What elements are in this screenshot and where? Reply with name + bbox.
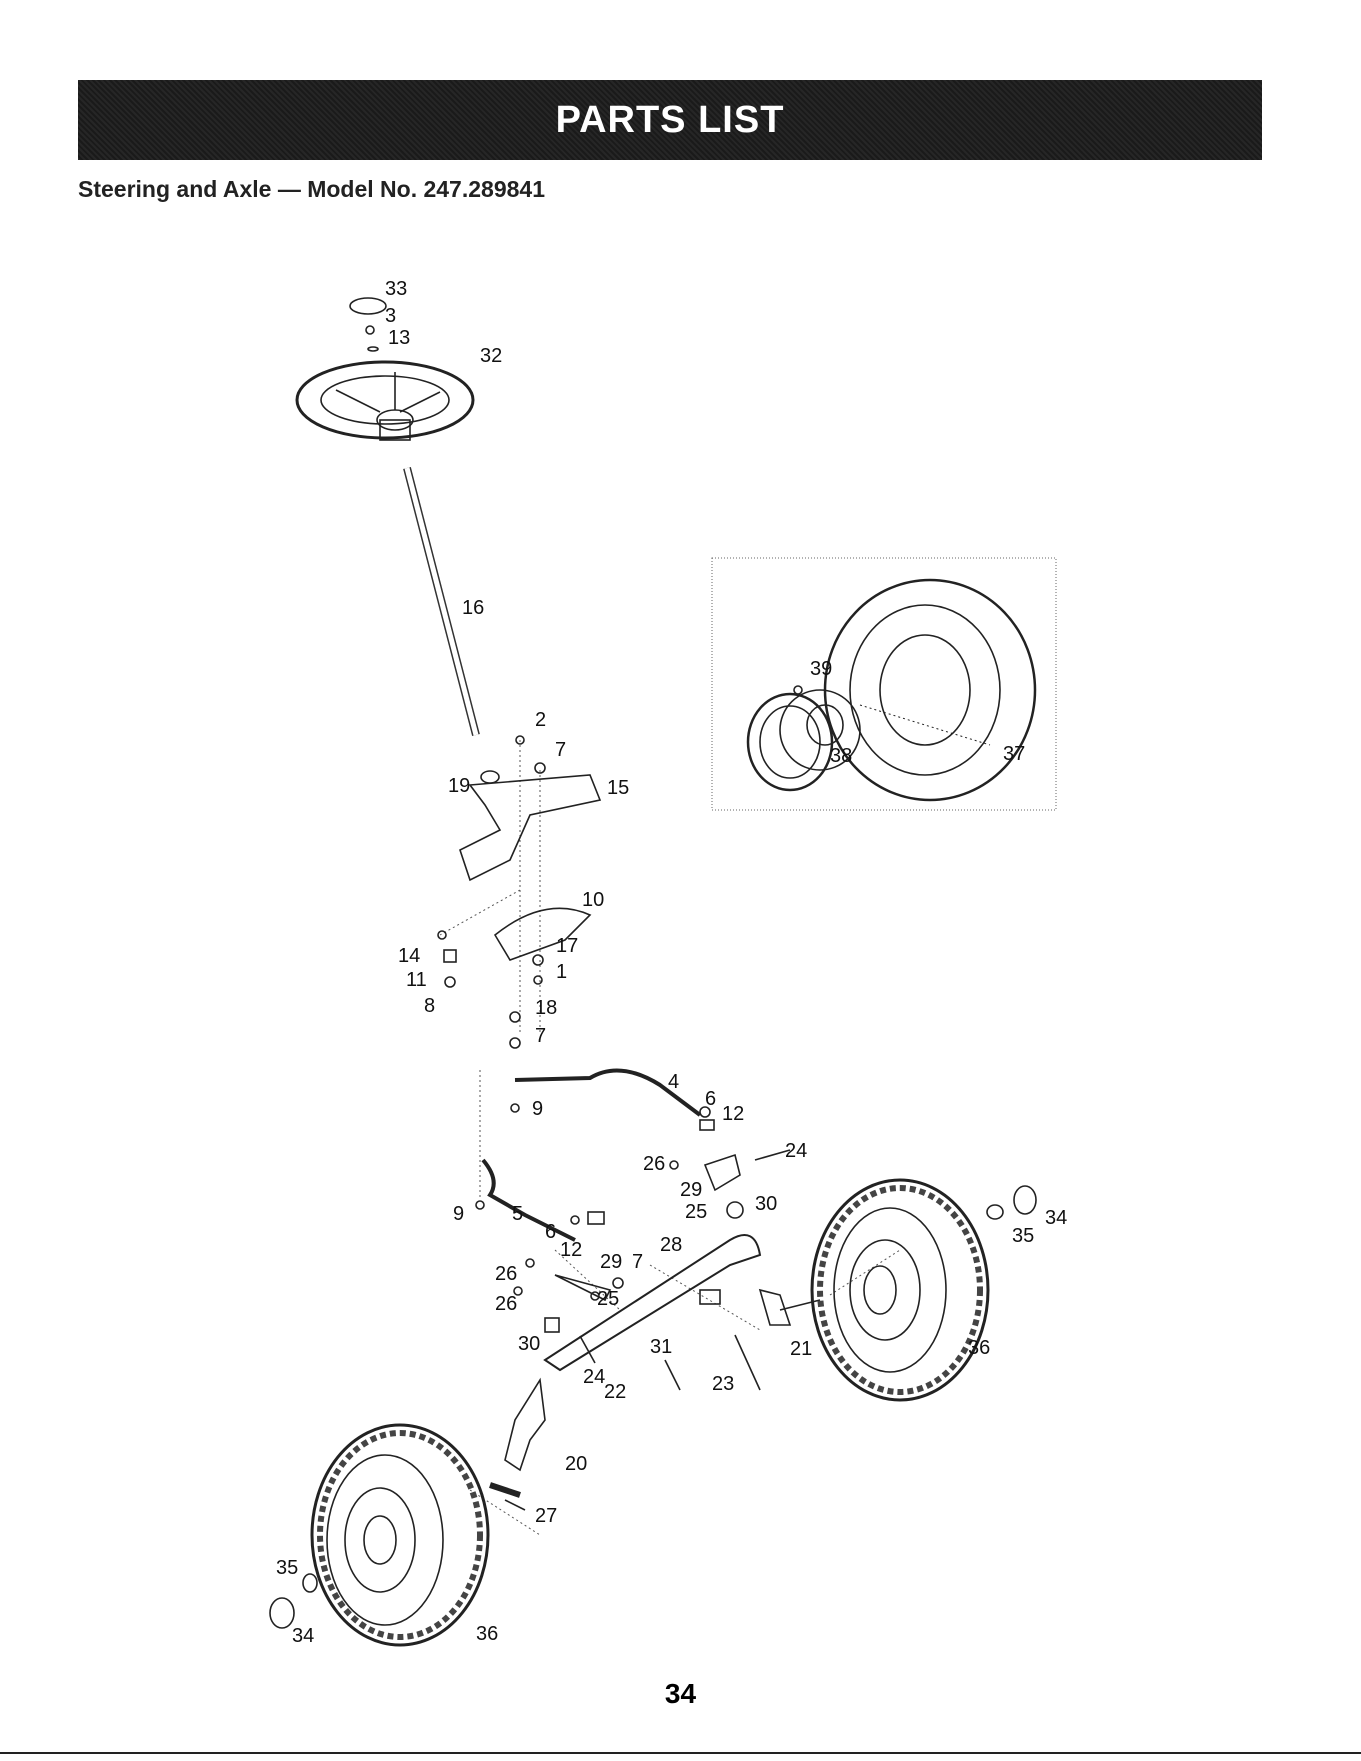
left-front-tire-part <box>312 1425 488 1645</box>
callout-number: 24 <box>583 1366 605 1388</box>
tire-part <box>825 580 1035 800</box>
callout-number: 30 <box>755 1193 777 1215</box>
callout-number: 15 <box>607 777 629 799</box>
callout-number: 14 <box>398 945 420 967</box>
callout-number: 31 <box>650 1336 672 1358</box>
tie-rod-part <box>483 1160 575 1240</box>
part-callout-numbers: 33 3 13 32 16 2 7 19 15 10 14 17 11 1 8 … <box>276 278 1067 1647</box>
steering-bracket-part <box>460 775 600 880</box>
bushing-part <box>481 771 499 783</box>
callout-number: 23 <box>712 1373 734 1395</box>
callout-number: 6 <box>545 1221 556 1243</box>
callout-number: 32 <box>480 345 502 367</box>
callout-number: 34 <box>292 1625 314 1647</box>
callout-number: 26 <box>643 1153 665 1175</box>
callout-number: 36 <box>476 1623 498 1645</box>
callout-number: 13 <box>388 327 410 349</box>
callout-number: 9 <box>532 1098 543 1120</box>
callout-number: 33 <box>385 278 407 300</box>
rim-tire-inset-box <box>712 558 1056 810</box>
callout-number: 34 <box>1045 1207 1067 1229</box>
rim-part <box>748 690 860 790</box>
washer-part <box>368 347 378 351</box>
callout-number: 26 <box>495 1293 517 1315</box>
callout-number: 8 <box>424 995 435 1017</box>
hub-cap-part <box>350 298 386 314</box>
callout-number: 6 <box>705 1088 716 1110</box>
callout-number: 3 <box>385 305 396 327</box>
callout-number: 24 <box>785 1140 807 1162</box>
callout-number: 35 <box>1012 1225 1034 1247</box>
callout-number: 19 <box>448 775 470 797</box>
callout-number: 39 <box>810 658 832 680</box>
callout-number: 16 <box>462 597 484 619</box>
callout-number: 7 <box>535 1025 546 1047</box>
callout-number: 29 <box>680 1179 702 1201</box>
callout-number: 37 <box>1003 743 1025 765</box>
left-spindle-part <box>505 1380 545 1470</box>
callout-number: 35 <box>276 1557 298 1579</box>
callout-number: 4 <box>668 1071 679 1093</box>
callout-number: 20 <box>565 1453 587 1475</box>
callout-number: 29 <box>600 1251 622 1273</box>
callout-number: 5 <box>512 1203 523 1225</box>
bolt-part <box>366 326 374 334</box>
callout-number: 12 <box>560 1239 582 1261</box>
callout-number: 10 <box>582 889 604 911</box>
steering-wheel-part <box>297 362 473 440</box>
callout-number: 7 <box>555 739 566 761</box>
callout-number: 7 <box>632 1251 643 1273</box>
page-number: 34 <box>0 1678 1361 1710</box>
callout-number: 27 <box>535 1505 557 1527</box>
callout-number: 22 <box>604 1381 626 1403</box>
callout-number: 30 <box>518 1333 540 1355</box>
right-front-tire-part <box>812 1180 988 1400</box>
callout-number: 17 <box>556 935 578 957</box>
callout-number: 36 <box>968 1337 990 1359</box>
callout-number: 12 <box>722 1103 744 1125</box>
callout-number: 11 <box>406 969 427 991</box>
callout-number: 25 <box>685 1201 707 1223</box>
callout-number: 38 <box>830 745 852 767</box>
callout-number: 26 <box>495 1263 517 1285</box>
callout-number: 21 <box>790 1338 812 1360</box>
bottom-divider <box>0 1752 1361 1754</box>
callout-number: 28 <box>660 1234 682 1256</box>
callout-number: 25 <box>597 1288 619 1310</box>
callout-number: 18 <box>535 997 557 1019</box>
callout-number: 2 <box>535 709 546 731</box>
callout-number: 9 <box>453 1203 464 1225</box>
callout-number: 1 <box>556 961 567 983</box>
